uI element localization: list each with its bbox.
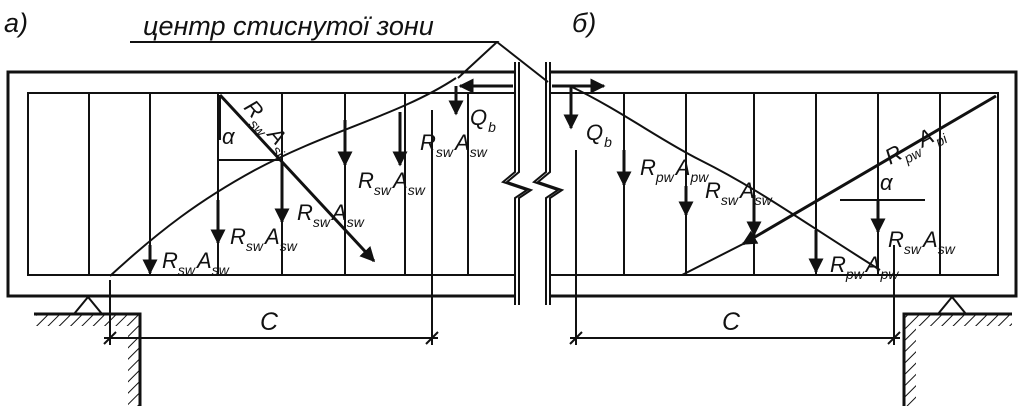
break-line-a-second xyxy=(504,62,534,305)
force-label-b-sw-1: RswAsw xyxy=(705,178,773,208)
force-label-a-1: RswAsw xyxy=(162,248,230,278)
panel-a: а) α Qb xyxy=(4,8,534,406)
qb-label-a: Qb xyxy=(470,105,496,135)
force-label-a-4: RswAsw xyxy=(358,168,426,198)
beam-a-outline xyxy=(6,70,515,298)
inclined-bar-a xyxy=(218,93,376,263)
title-label: центр стиснутої зони xyxy=(143,11,434,41)
support-b-hatch-top xyxy=(904,314,1012,326)
crack-curve-a xyxy=(109,77,457,277)
panel-b: б) α Qb xyxy=(531,8,1018,406)
break-line-a xyxy=(500,62,530,305)
break-line-b-second xyxy=(535,62,565,305)
panel-b-tag: б) xyxy=(572,8,596,38)
support-b xyxy=(902,295,1012,406)
dimension-line-a xyxy=(103,110,439,345)
force-label-a-5: RswAsw xyxy=(420,130,488,160)
alpha-label-a: α xyxy=(222,124,236,149)
qb-label-b: Qb xyxy=(586,120,612,150)
alpha-construct-b xyxy=(840,160,925,201)
beam-b-inner xyxy=(550,92,999,276)
support-b-hatch-side xyxy=(904,326,916,406)
crack-curve-b xyxy=(569,85,881,271)
rsi-label-a: RswAsi xyxy=(235,95,298,161)
title-leader xyxy=(130,41,549,83)
panel-a-tag: а) xyxy=(4,8,28,38)
span-label-b: C xyxy=(722,308,741,336)
force-label-a-3: RswAsw xyxy=(297,200,365,230)
force-label-b-pw-1: RpwApw xyxy=(640,155,709,185)
dimension-line-b xyxy=(569,150,901,345)
inclined-bar-b xyxy=(741,94,997,246)
support-a-hatch-top xyxy=(36,314,140,326)
force-label-b-sw-2: RswAsw xyxy=(888,227,956,257)
support-a-hatch-side xyxy=(128,326,140,406)
break-line-b xyxy=(531,62,561,305)
support-a xyxy=(34,295,142,406)
alpha-label-b: α xyxy=(880,170,894,195)
beam-b-outline xyxy=(550,70,1018,298)
force-label-a-2: RswAsw xyxy=(230,224,298,254)
inclined-bar-b-tail xyxy=(681,243,744,276)
force-label-b-pw-2: RpwApw xyxy=(830,252,899,282)
span-label-a: C xyxy=(260,308,279,336)
alpha-construct-a xyxy=(218,95,282,161)
beam-a-inner xyxy=(27,92,515,276)
